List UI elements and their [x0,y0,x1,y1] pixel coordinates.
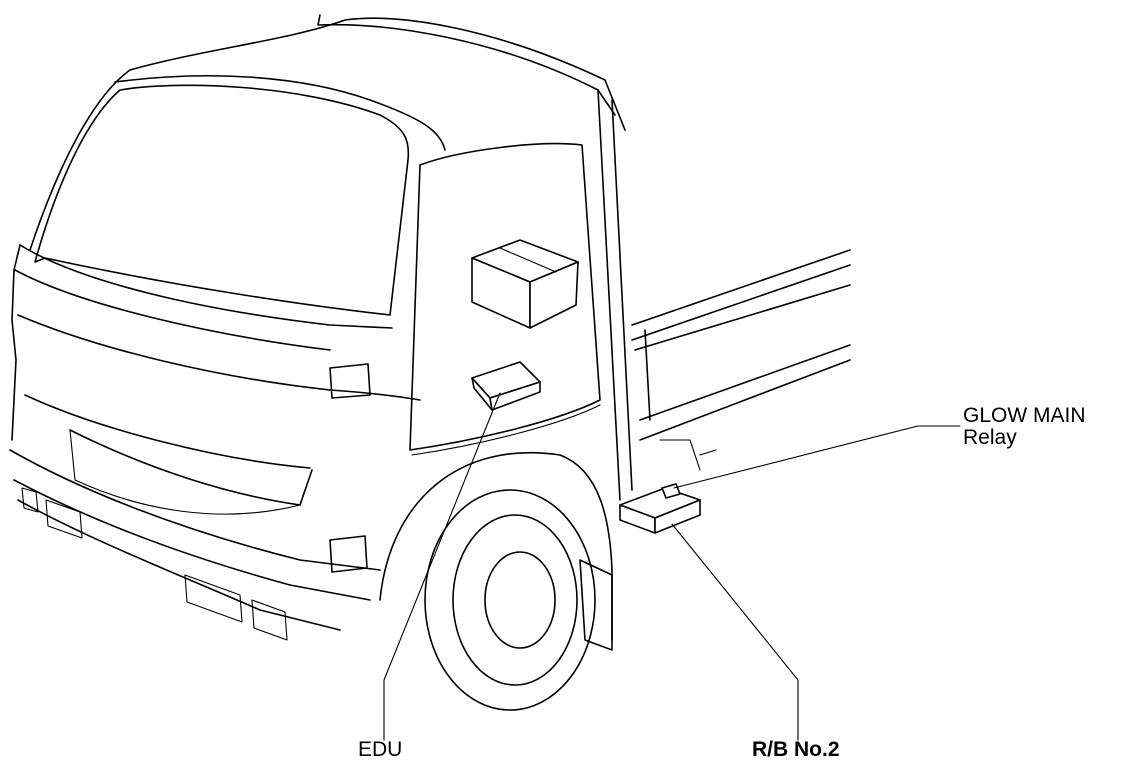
rb-no2-label: R/B No.2 [752,738,840,761]
glow-main-label: GLOW MAIN Relay [963,405,1086,449]
edu-unit [471,361,541,411]
glow-main-leader [673,425,961,489]
edu-label: EDU [358,738,403,761]
glow-main-label-line1: GLOW MAIN [963,404,1086,427]
cargo-bed [631,249,851,471]
upper-box [471,239,579,329]
edu-leader [383,392,501,741]
glow-main-label-line2: Relay [963,426,1017,449]
front-wheel [424,489,596,711]
leader-lines [383,392,961,741]
rb-no2-block [619,483,701,534]
rb-leader [671,523,799,741]
cab-body [9,14,633,651]
